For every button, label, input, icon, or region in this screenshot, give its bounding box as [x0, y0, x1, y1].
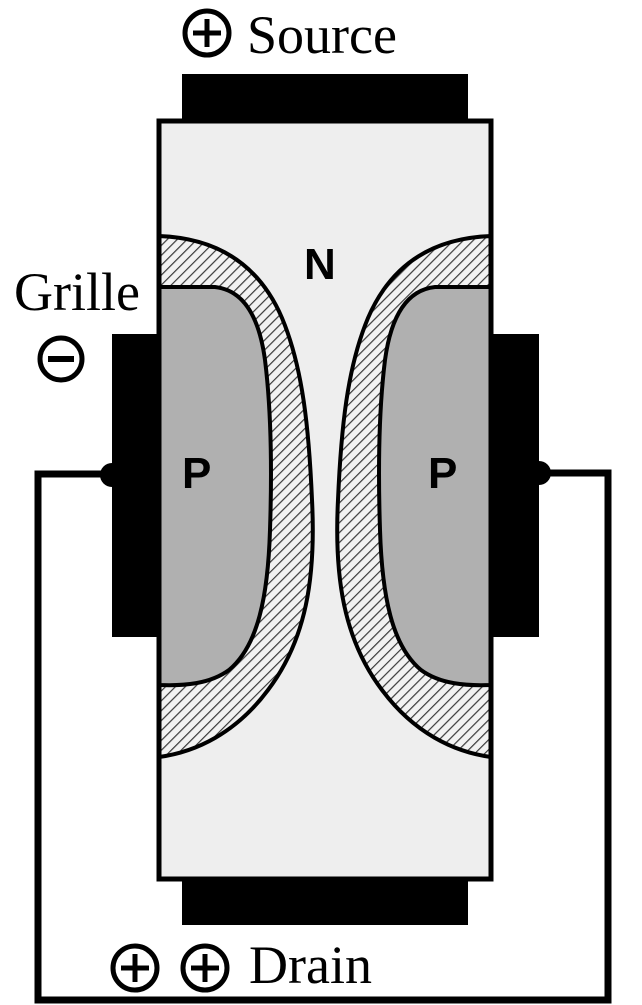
- p-region-label-right: P: [428, 449, 458, 498]
- polarity-marker-source-plus: [182, 8, 232, 58]
- external-circuit-wiring: [34, 469, 612, 1004]
- polarity-marker-gate-minus: [37, 335, 85, 383]
- p-region-label-left: P: [182, 449, 212, 498]
- drain-electrode: [182, 879, 468, 925]
- gate-terminal-dot-right: [527, 461, 551, 485]
- p-gate-region-right: [377, 285, 491, 688]
- n-region-label: N: [304, 240, 336, 289]
- source-label: Source: [247, 5, 397, 65]
- drain-label: Drain: [249, 935, 372, 995]
- semiconductor-body: [159, 121, 491, 879]
- polarity-marker-drain-plus-2: [180, 943, 230, 993]
- gate-label: Grille: [14, 262, 140, 322]
- gate-terminal-dot-left: [100, 463, 124, 487]
- source-electrode: [182, 74, 468, 121]
- polarity-marker-drain-plus-1: [110, 943, 160, 993]
- gate-electrode-right: [491, 334, 539, 637]
- gate-to-drain-loop-wire: [34, 469, 612, 1004]
- p-gate-region-left: [159, 285, 273, 688]
- gate-electrode-left: [112, 334, 159, 637]
